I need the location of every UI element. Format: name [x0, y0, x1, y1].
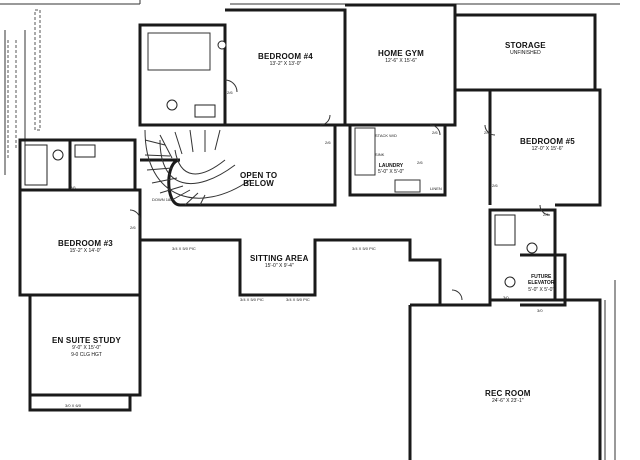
stair-curve — [144, 129, 251, 199]
room-bedroom5: BEDROOM #5 12'-0" X 15'-6" — [520, 137, 575, 153]
room-dims: 5'-0" X 5'-0" — [378, 169, 405, 176]
door-tag: 2/6 — [492, 183, 498, 188]
toilet-right — [526, 242, 538, 254]
room-bedroom3: BEDROOM #3 15'-2" X 14'-0" — [58, 239, 113, 255]
wall-laundry — [348, 123, 447, 197]
room-home-gym: HOME GYM 12'-6" X 15'-6" — [378, 49, 425, 65]
tub — [494, 214, 516, 246]
door-tag: 3/0 — [503, 295, 509, 300]
door-tag: 2/6 — [484, 130, 490, 135]
room-name: HOME GYM — [378, 49, 425, 58]
wall-study — [20, 293, 142, 397]
window-tag: 3/4 X 5/0 PIC — [172, 246, 196, 251]
rec-room-right-exterior — [604, 280, 616, 460]
room-dims: 12'-0" X 15'-6" — [531, 146, 564, 153]
room-name: BEDROOM #3 — [58, 239, 113, 248]
room-dims: 5'-0" X 5'-0" — [528, 286, 555, 293]
room-rec-room: REC ROOM 24'-6" X 23'-1" — [485, 389, 531, 405]
roof-line-left — [7, 9, 41, 160]
shower-left — [24, 144, 48, 186]
wall-home-gym — [345, 3, 457, 127]
door-tag: 2/6 — [417, 160, 423, 165]
vanity-upper — [194, 104, 216, 118]
room-future-elevator: FUTURE ELEVATOR 5'-0" X 5'-0" — [528, 274, 554, 293]
wall-bedroom5 — [455, 88, 602, 207]
stack-wd-tag: STACK W/D — [375, 133, 397, 138]
room-dims: 24'-6" X 23'-1" — [492, 398, 524, 405]
door-swings — [129, 79, 551, 301]
room-dims-2: 9-0 CLG HGT — [71, 351, 102, 358]
wall-elevator — [520, 253, 567, 307]
room-name: OPEN TO — [240, 171, 278, 180]
room-sitting-area: SITTING AREA 15'-0" X 9'-4" — [250, 254, 309, 270]
wall-sitting-area — [140, 238, 442, 305]
room-name-2: BELOW — [243, 179, 275, 189]
room-dims: UNFINISHED — [510, 50, 541, 57]
room-name: LAUNDRY — [378, 163, 404, 169]
laundry-inner — [354, 127, 421, 193]
room-dims: 12'-6" X 15'-6" — [385, 58, 417, 65]
room-name: BEDROOM #5 — [520, 137, 575, 146]
room-dims: 13'-2" X 13'-0" — [269, 61, 302, 68]
room-name-2: ELEVATOR — [528, 280, 555, 287]
room-dims: 9'-0" X 15'-0" — [72, 345, 101, 352]
room-storage: STORAGE UNFINISHED — [505, 41, 546, 57]
closet-inner — [147, 32, 211, 71]
room-en-suite-study: EN SUITE STUDY 9'-0" X 15'-0" 9-0 CLG HG… — [52, 336, 122, 358]
room-bedroom4: BEDROOM #4 13'-2" X 13'-0" — [258, 52, 313, 68]
room-name: REC ROOM — [485, 389, 531, 398]
wall-study-bottom — [28, 395, 132, 412]
room-name: FUTURE — [531, 274, 552, 280]
window-tag: 3/4 X 5/0 PIC — [286, 297, 310, 302]
door-tag: 2/6 — [227, 90, 233, 95]
room-open-to-below: OPEN TO BELOW — [240, 171, 278, 189]
room-name: SITTING AREA — [250, 254, 309, 263]
window-tag: 3/4 X 5/0 PIC — [240, 297, 264, 302]
room-name: BEDROOM #4 — [258, 52, 313, 61]
fixture-circle — [217, 40, 227, 50]
exterior-line-top — [0, 0, 620, 5]
room-name: STORAGE — [505, 41, 546, 50]
door-tag: 2/6 — [543, 212, 549, 217]
room-dims: 15'-2" X 14'-0" — [69, 248, 102, 255]
window-tag: 3/0 X 6/0 — [65, 403, 82, 408]
room-dims: 15'-0" X 9'-4" — [264, 263, 294, 270]
door-tag: 2/6 — [325, 140, 331, 145]
wall-open-below — [140, 123, 337, 207]
sink-tag: SINK — [375, 152, 385, 157]
linen-tag: LINEN — [430, 186, 442, 191]
door-tag: 2/6 — [130, 225, 136, 230]
room-laundry: LAUNDRY 5'-0" X 5'-0" — [378, 163, 404, 176]
vanity-left — [74, 144, 96, 158]
door-tag: 2/6 — [432, 130, 438, 135]
wall-rec-room — [408, 298, 602, 460]
door-tag: 2/6 — [70, 185, 76, 190]
room-name: EN SUITE STUDY — [52, 336, 122, 345]
stair-tag: DOWN 18R — [152, 197, 174, 202]
toilet-upper — [166, 99, 178, 111]
toilet-left — [52, 149, 64, 161]
window-tag: 3/4 X 5/0 PIC — [352, 246, 376, 251]
sink-right — [504, 276, 516, 288]
door-tag: 3/0 — [537, 308, 543, 313]
stair-treads — [144, 129, 221, 206]
